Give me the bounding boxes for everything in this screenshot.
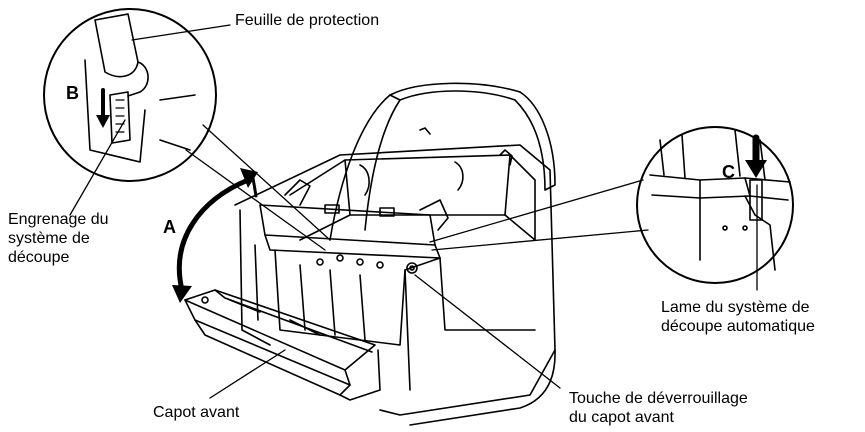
callout-letter-b: B	[66, 83, 79, 103]
label-release-button: Touche de déverrouillage du capot avant	[569, 390, 748, 426]
front-cover-drawing	[184, 289, 381, 401]
zoom-circle-b	[43, 8, 217, 182]
label-cutter-gear: Engrenage du système de découpe	[8, 211, 109, 266]
label-protection-sheet: Feuille de protection	[235, 12, 380, 29]
callout-letter-a: A	[163, 217, 176, 237]
leader-lines	[69, 24, 758, 399]
zoom-circle-c	[636, 126, 794, 284]
arrow-a	[172, 168, 258, 303]
label-front-cover: Capot avant	[153, 404, 240, 421]
printer-body	[234, 82, 556, 426]
callout-letter-c: C	[722, 162, 735, 182]
label-cutter-blade: Lame du système de découpe automatique	[661, 299, 815, 335]
